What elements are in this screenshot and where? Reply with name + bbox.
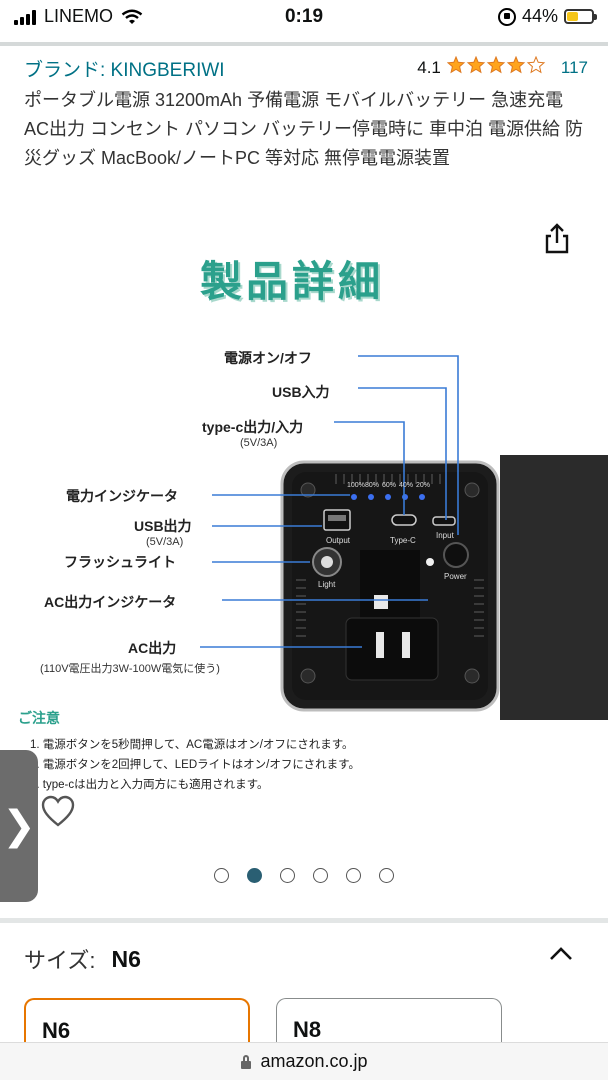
product-title: ポータブル電源 31200mAh 予備電源 モバイルバッテリー 急速充電 AC出… xyxy=(24,90,584,168)
signal-icon xyxy=(14,9,36,25)
status-right: 44% xyxy=(497,6,597,27)
typec-port-label: Type-C xyxy=(390,536,416,545)
chevron-right-icon: ❯ xyxy=(2,804,36,848)
lock-icon xyxy=(240,1054,252,1069)
carousel-dot[interactable] xyxy=(346,868,361,883)
size-label: サイズ: xyxy=(24,948,96,973)
carousel-dots xyxy=(0,868,608,883)
callout-usb-input: USB入力 xyxy=(272,384,330,400)
light-label: Light xyxy=(318,580,336,589)
brand-row: ブランド: KINGBERIWI 4.1 117 xyxy=(24,54,588,82)
size-option-label: N8 xyxy=(293,1017,322,1042)
star-4 xyxy=(506,55,526,74)
wifi-icon xyxy=(121,9,143,24)
note-item: 2. 電源ボタンを2回押して、LEDライトはオン/オフにされます。 xyxy=(30,759,360,771)
callout-flashlight: フラッシュライト xyxy=(64,554,176,570)
input-port-label: Input xyxy=(436,531,454,540)
star-3 xyxy=(486,55,506,74)
carousel-dot[interactable] xyxy=(247,868,262,883)
size-option-label: N6 xyxy=(42,1018,71,1043)
callout-ac-output-spec: (110V電圧出力3W-100W電気に使う) xyxy=(40,663,220,675)
status-left: LINEMO xyxy=(14,6,143,27)
callout-ac-output: AC出力 xyxy=(128,640,177,656)
image-heading: 製品詳細 xyxy=(200,258,385,305)
star-5 xyxy=(526,55,546,74)
carousel-dot[interactable] xyxy=(214,868,229,883)
review-count[interactable]: 117 xyxy=(560,58,588,77)
carrier-name: LINEMO xyxy=(44,6,114,26)
product-image[interactable]: 製品詳細 xyxy=(0,240,608,820)
callout-typec-spec: (5V/3A) xyxy=(240,437,278,449)
carousel-dot[interactable] xyxy=(313,868,328,883)
callout-usb-output-spec: (5V/3A) xyxy=(146,536,184,548)
star-rating-icon xyxy=(446,55,547,80)
rating-summary[interactable]: 4.1 117 xyxy=(417,55,588,80)
carousel-dot[interactable] xyxy=(280,868,295,883)
chevron-up-icon[interactable] xyxy=(548,944,574,964)
power-button-label: Power xyxy=(444,572,467,581)
callout-ac-indicator: AC出力インジケータ xyxy=(44,594,177,610)
star-1 xyxy=(446,55,466,74)
brand-link[interactable]: ブランド: KINGBERIWI xyxy=(24,59,225,81)
callout-power: 電源オン/オフ xyxy=(224,350,312,366)
carousel-dot[interactable] xyxy=(379,868,394,883)
led-label-40: 40% xyxy=(399,482,414,489)
power-station-illustration xyxy=(200,355,608,720)
notes-title: ご注意 xyxy=(18,710,60,726)
orientation-lock-icon xyxy=(497,7,516,26)
led-label-80: 80% xyxy=(365,482,380,489)
url-text: amazon.co.jp xyxy=(260,1051,368,1071)
product-header: ブランド: KINGBERIWI 4.1 117 ポータブル電源 31200mA… xyxy=(24,54,588,173)
callout-typec: type-c出力/入力 xyxy=(202,419,304,435)
led-label-100: 100% xyxy=(347,482,365,489)
size-selector-header[interactable]: サイズ: N6 xyxy=(24,942,584,976)
callout-usb-output: USB出力 xyxy=(134,518,192,534)
battery-percent: 44% xyxy=(521,6,558,26)
section-divider xyxy=(0,918,608,923)
clock: 0:19 xyxy=(284,6,324,27)
led-label-60: 60% xyxy=(382,482,397,489)
status-bar: LINEMO 0:19 44% xyxy=(0,0,608,34)
rating-value: 4.1 xyxy=(417,58,441,77)
output-port-label: Output xyxy=(326,536,351,545)
size-selected-value: N6 xyxy=(111,945,141,972)
callout-indicator: 電力インジケータ xyxy=(66,488,178,504)
note-item: 3. type-cは出力と入力両方にも適用されます。 xyxy=(30,779,269,791)
top-divider xyxy=(0,42,608,46)
share-icon[interactable] xyxy=(540,222,574,256)
battery-icon xyxy=(564,9,597,24)
note-item: 1. 電源ボタンを5秒間押して、AC電源はオン/オフにされます。 xyxy=(30,739,354,751)
browser-url-bar[interactable]: amazon.co.jp xyxy=(0,1042,608,1080)
star-2 xyxy=(466,55,486,74)
heart-icon[interactable] xyxy=(40,794,76,828)
carousel-prev-button[interactable]: ❯ xyxy=(0,750,38,902)
led-label-20: 20% xyxy=(416,482,431,489)
